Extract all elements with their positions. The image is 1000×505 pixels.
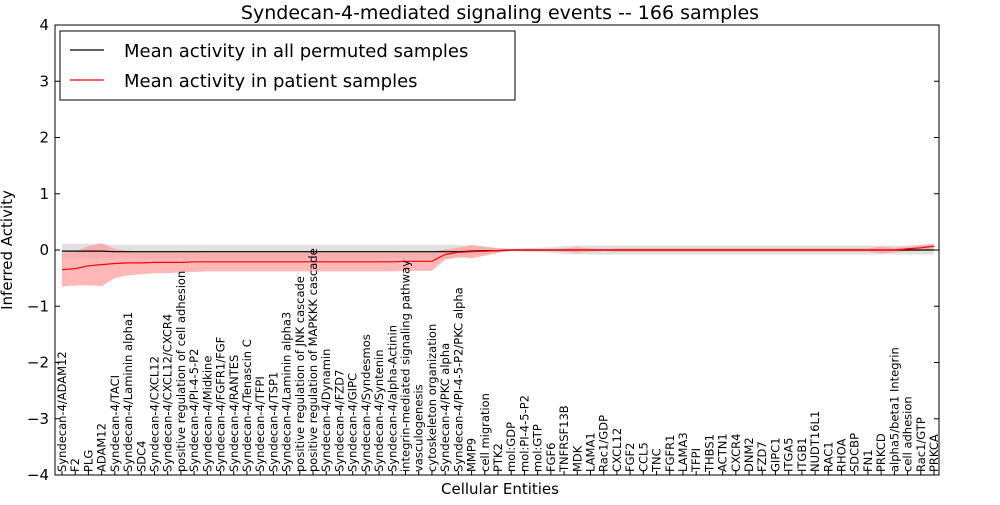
y-tick-label: 2 xyxy=(39,129,49,147)
x-tick-label: LAMA1 xyxy=(584,432,598,472)
x-tick-label: mol:GDP xyxy=(504,422,518,472)
x-tick-label: Syndecan-4/Laminin alpha3 xyxy=(280,312,294,472)
x-tick-label: Rac1/GDP xyxy=(597,415,611,472)
x-tick-label: Syndecan-4/ADAM12 xyxy=(55,351,69,472)
x-tick-label: THBS1 xyxy=(702,434,716,473)
x-tick-label: Syndecan-4/PI-4-5-P2 xyxy=(187,349,201,472)
x-tick-label: integrin-mediated signaling pathway xyxy=(399,260,413,472)
x-tick-label: MMP9 xyxy=(465,438,479,472)
x-tick-label: positive regulation of MAPKKK cascade xyxy=(306,248,320,472)
x-tick-label: RHOA xyxy=(835,439,849,472)
x-tick-label: Syndecan-4/FGFR1/FGF xyxy=(214,337,228,472)
chart-title: Syndecan-4-mediated signaling events -- … xyxy=(241,2,759,24)
y-axis-label: Inferred Activity xyxy=(0,190,16,310)
x-tick-label: SDC4 xyxy=(134,440,148,472)
y-tick-label: −2 xyxy=(27,354,49,372)
lines-layer xyxy=(61,245,935,271)
x-tick-label: F2 xyxy=(68,458,82,472)
x-tick-label: CXCR4 xyxy=(729,434,743,472)
x-tick-label: SDCBP xyxy=(848,433,862,472)
x-tick-label: FN1 xyxy=(861,449,875,472)
x-tick-label: ITGB1 xyxy=(795,437,809,472)
x-tick-label: LAMA3 xyxy=(676,432,690,472)
x-tick-label: ITGA5 xyxy=(782,437,796,472)
x-tick-label: cytoskeleton organization xyxy=(425,324,439,472)
x-tick-label: PLG xyxy=(81,450,95,472)
x-tick-label: FGF2 xyxy=(623,443,637,472)
x-tick-label: Syndecan-4/Dynamin xyxy=(319,349,333,472)
x-tick-label: ADAM12 xyxy=(95,423,109,472)
x-tick-label: ACTN1 xyxy=(716,433,730,472)
y-tick-label: 1 xyxy=(39,185,49,203)
x-tick-label: TNFRSF13B xyxy=(557,405,571,473)
x-tick-label: NUDT16L1 xyxy=(808,411,822,472)
x-tick-label: Syndecan-4/CXCL12/CXCR4 xyxy=(161,314,175,472)
x-tick-label: Syndecan-4/GIPC xyxy=(346,373,360,472)
x-tick-label: PRKCD xyxy=(874,433,888,472)
x-tick-label: MDK xyxy=(570,445,584,472)
x-tick-label: Syndecan-4/PKC alpha xyxy=(438,343,452,472)
x-tick-label: CXCL12 xyxy=(610,428,624,472)
x-tick-label: RAC1 xyxy=(821,441,835,472)
x-tick-label: Syndecan-4/Syndesmos xyxy=(359,334,373,472)
x-tick-label: Syndecan-4/FZD7 xyxy=(333,370,347,472)
x-tick-label: Syndecan-4/TACI xyxy=(108,375,122,472)
patient-mean-line xyxy=(61,245,935,271)
x-tick-label: cell adhesion xyxy=(901,396,915,472)
x-tick-label: Syndecan-4/RANTES xyxy=(227,355,241,472)
x-tick-label: Syndecan-4/alpha-Actinin xyxy=(385,325,399,472)
y-tick-label: 4 xyxy=(39,16,49,34)
x-tick-label: CCL5 xyxy=(636,442,650,472)
y-tick-label: 0 xyxy=(39,241,49,259)
legend: Mean activity in all permuted samples Me… xyxy=(59,30,516,101)
x-tick-label: Syndecan-4/TSP1 xyxy=(266,372,280,472)
x-tick-label: Syndecan-4/PI-4-5-P2/PKC alpha xyxy=(451,287,465,472)
x-tick-label: FGFR1 xyxy=(663,435,677,472)
y-tick-label: −3 xyxy=(27,410,49,428)
x-tick-label: Syndecan-4/Midkine xyxy=(200,356,214,472)
ticks-layer: −4 −3 −2 −1 0 1 2 3 4 xyxy=(27,16,939,484)
legend-label-patient: Mean activity in patient samples xyxy=(124,71,418,92)
x-tick-label: alpha5/beta1 Integrin xyxy=(887,347,901,472)
x-tick-label: vasculogenesis xyxy=(412,384,426,472)
y-tick-label: −1 xyxy=(27,297,49,315)
patient-band xyxy=(62,243,934,287)
x-tick-label: FGF6 xyxy=(544,443,558,472)
x-tick-label: Syndecan-4/Syntenin xyxy=(372,349,386,472)
x-tick-label: positive regulation of cell adhesion xyxy=(174,271,188,472)
y-tick-label: −4 xyxy=(27,466,49,484)
x-axis-label: Cellular Entities xyxy=(441,480,559,498)
x-tick-label: PTK2 xyxy=(491,443,505,472)
x-tick-label: Syndecan-4/Tenascin C xyxy=(240,339,254,472)
x-tick-label: Rac1/GTP xyxy=(914,417,928,472)
x-tick-label: GIPC1 xyxy=(769,437,783,472)
x-tick-label: mol:GTP xyxy=(531,424,545,472)
legend-box xyxy=(59,30,516,101)
x-tick-label: Syndecan-4/Laminin alpha1 xyxy=(121,312,135,472)
legend-label-permuted: Mean activity in all permuted samples xyxy=(124,41,468,62)
x-tick-label: TNC xyxy=(650,448,664,473)
x-tick-label: DNM2 xyxy=(742,437,756,472)
x-tick-label: positive regulation of JNK cascade xyxy=(293,276,307,472)
y-tick-label: 3 xyxy=(39,72,49,90)
x-tick-label: cell migration xyxy=(478,393,492,472)
x-tick-label: TFPI xyxy=(689,448,703,473)
x-tick-label: mol:PI-4-5-P2 xyxy=(517,395,531,472)
x-tick-label: FZD7 xyxy=(755,441,769,472)
x-tick-label: Syndecan-4/CXCL12 xyxy=(148,356,162,472)
x-tick-label: PRKCA xyxy=(927,434,941,472)
x-tick-label: Syndecan-4/TFPI xyxy=(253,376,267,472)
